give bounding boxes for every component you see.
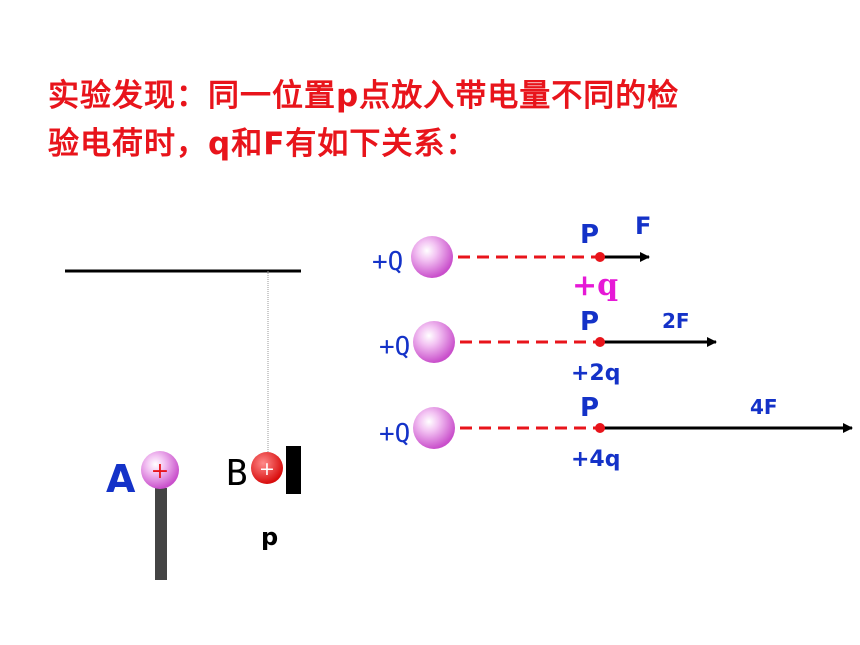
title-line-2: 验电荷时，q和F有如下关系： — [48, 126, 478, 162]
row-1-source-ball — [411, 236, 453, 278]
row-2-source-label: +Q — [379, 332, 410, 362]
title-line-1: 实验发现：同一位置p点放入带电量不同的检 — [48, 78, 680, 114]
row-1-test-charge — [595, 252, 605, 262]
row-1-source-label: +Q — [372, 247, 403, 277]
row-2-force-label: 2F — [662, 309, 690, 333]
row-1: +Q P F +q — [372, 212, 651, 303]
row-3-source-label: +Q — [379, 419, 410, 449]
ball-b-plate — [286, 446, 301, 494]
row-3: +Q P 4F +4q — [379, 393, 853, 472]
row-1-point-label: P — [580, 220, 599, 250]
label-a: A — [106, 457, 136, 501]
row-3-test-charge — [595, 423, 605, 433]
ball-a-plus: + — [151, 459, 169, 484]
row-2: +Q P 2F +2q — [379, 307, 717, 386]
row-2-point-label: P — [580, 307, 599, 337]
row-1-force-label: F — [635, 212, 651, 240]
row-3-point-label: P — [580, 393, 599, 423]
apparatus: + A + B p — [65, 269, 301, 580]
row-2-test-charge — [595, 337, 605, 347]
page-title: 实验发现：同一位置p点放入带电量不同的检 验电荷时，q和F有如下关系： — [48, 72, 828, 168]
row-3-charge-label: +4q — [571, 447, 621, 472]
row-1-charge-label: +q — [572, 268, 618, 303]
row-3-force-label: 4F — [750, 395, 778, 419]
ball-b — [251, 452, 283, 484]
row-2-source-ball — [413, 321, 455, 363]
label-b: B — [226, 453, 248, 494]
label-p: p — [261, 523, 278, 551]
ball-b-plus: + — [259, 458, 275, 480]
row-3-source-ball — [413, 407, 455, 449]
insulating-stand — [155, 488, 167, 580]
row-2-charge-label: +2q — [571, 361, 621, 386]
ball-a — [141, 451, 179, 489]
